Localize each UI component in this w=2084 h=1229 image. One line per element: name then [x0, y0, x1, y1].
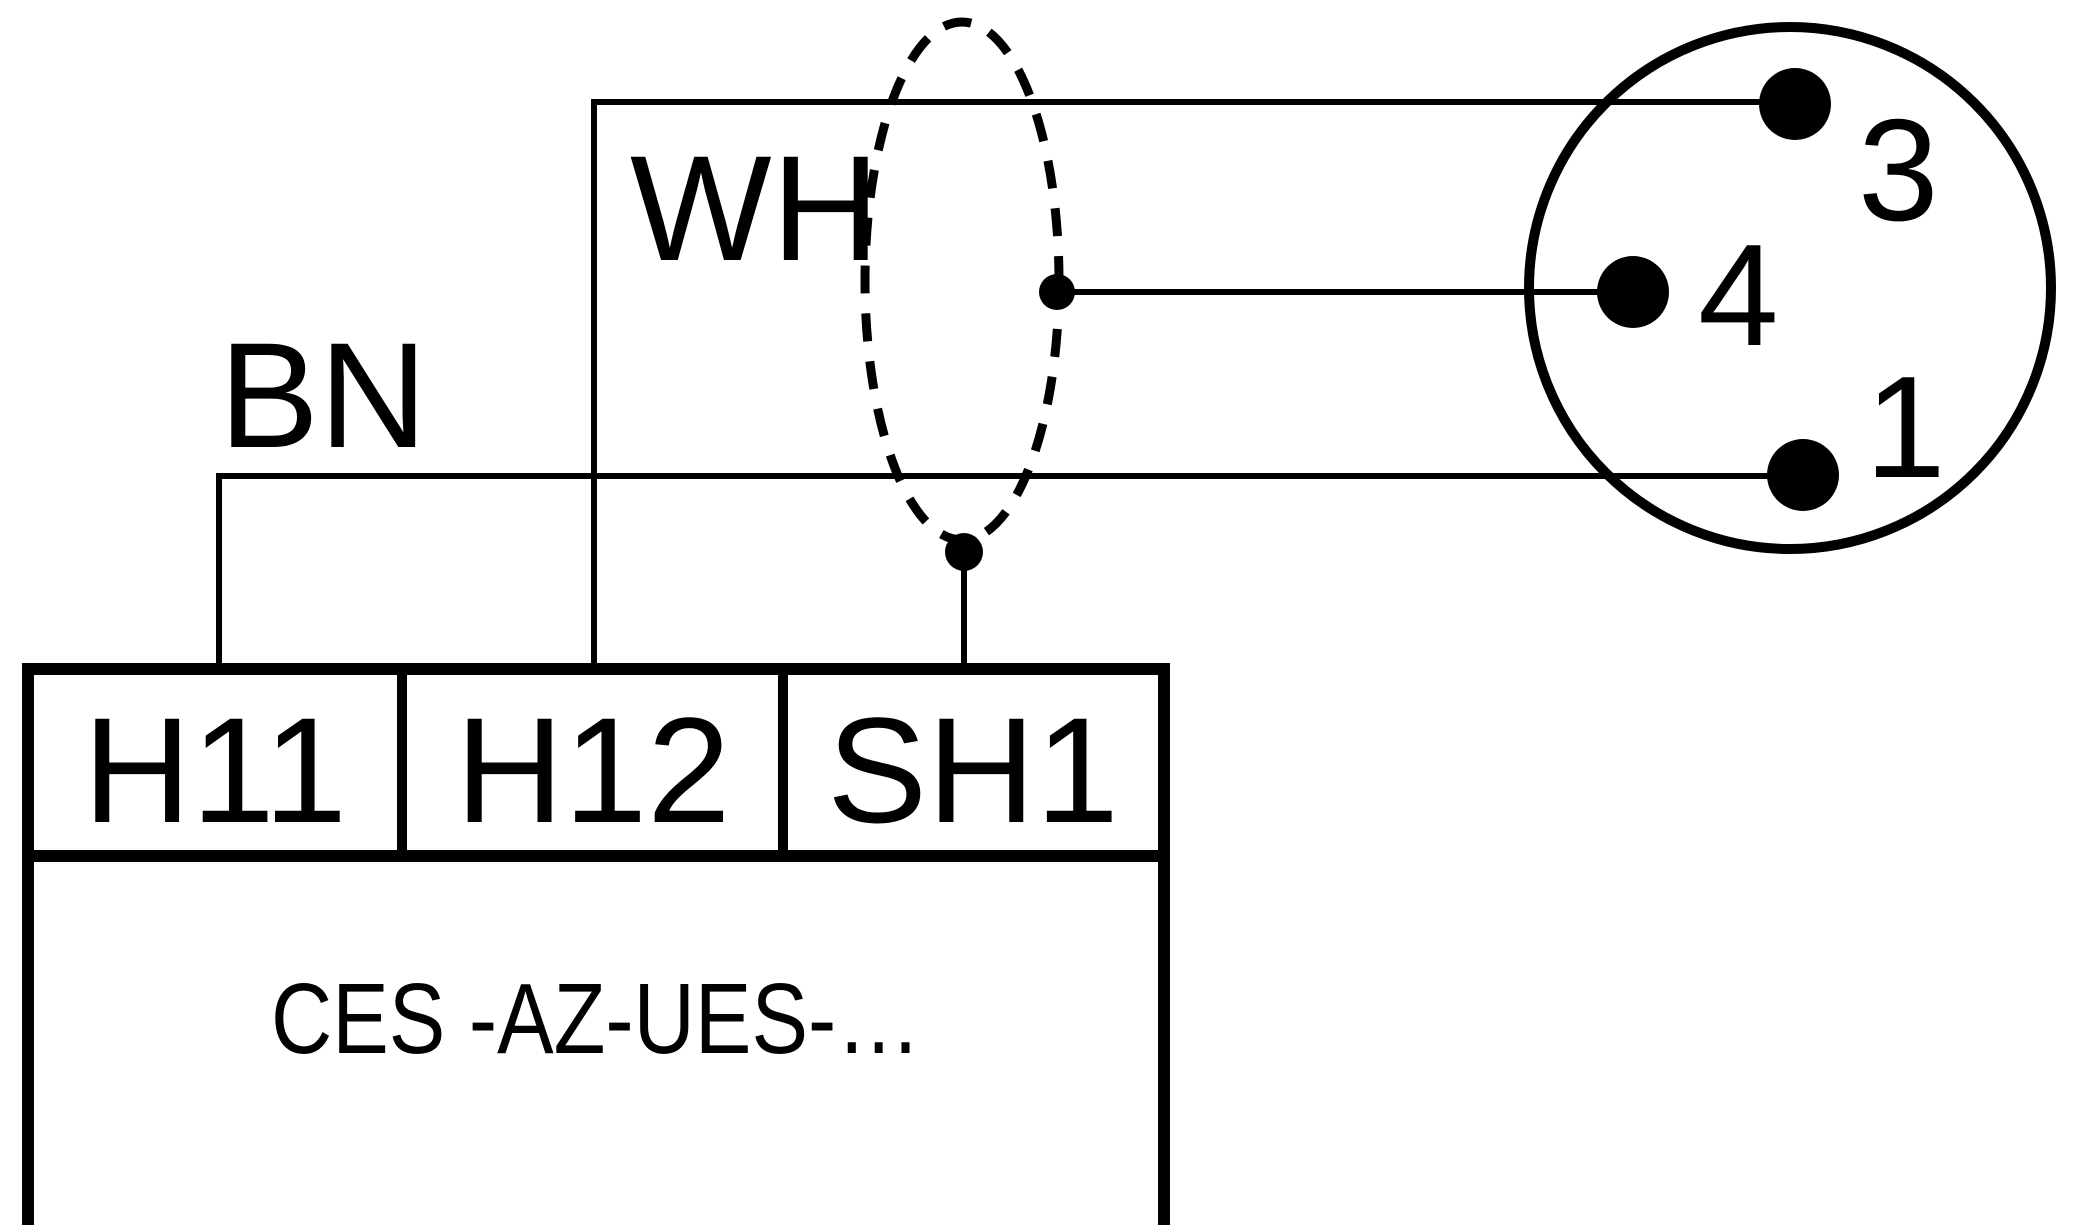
pin4-dot	[1597, 256, 1669, 328]
pin1-label: 1	[1865, 346, 1946, 508]
terminal-label-h11: H11	[83, 686, 347, 854]
terminal-row-box	[22, 663, 1170, 862]
wh-label: WH	[630, 124, 880, 292]
connector-circle	[1524, 22, 2056, 554]
pin4-label: 4	[1698, 214, 1779, 376]
device-label: CES -AZ-UES-…	[271, 963, 921, 1075]
bn-label: BN	[219, 311, 427, 479]
pin3-dot	[1759, 68, 1831, 140]
terminal-label-h12: H12	[455, 686, 730, 854]
pin3-label: 3	[1858, 89, 1939, 251]
bn-wire	[216, 473, 1803, 669]
wh-wire	[591, 99, 1795, 669]
shield-junction-dot	[945, 533, 983, 571]
pin1-dot	[1767, 439, 1839, 511]
pin4-junction-dot	[1039, 274, 1075, 310]
terminal-label-sh1: SH1	[827, 686, 1119, 854]
